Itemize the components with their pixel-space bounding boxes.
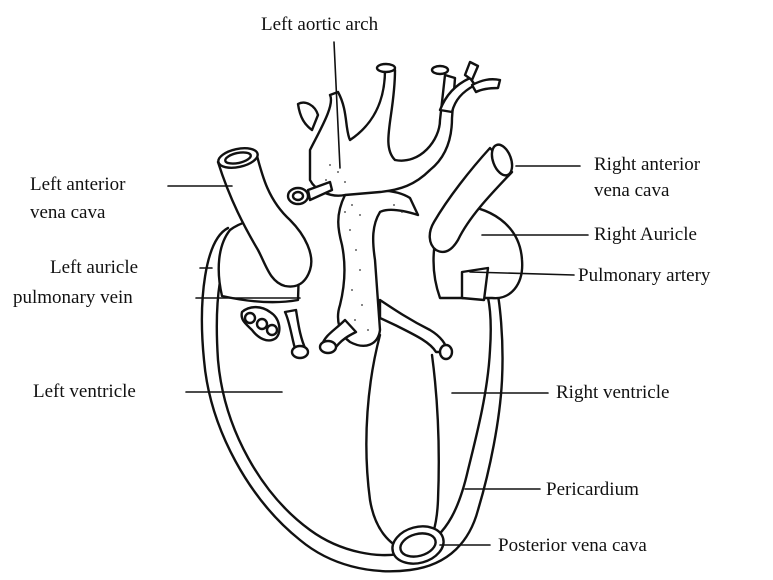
- branch-left-1: [298, 103, 318, 130]
- label-pericardium: Pericardium: [546, 479, 639, 500]
- branch-right-end: [465, 62, 478, 80]
- label-pulmonary-artery: Pulmonary artery: [578, 265, 711, 286]
- label-left-ventricle: Left ventricle: [33, 381, 136, 402]
- label-left-anterior-vena-cava-line1: Left anterior: [30, 174, 126, 195]
- pulmonary-vein-2: [257, 319, 267, 329]
- artery-opening-top: [377, 64, 395, 72]
- vessel-down-left-end: [292, 346, 308, 358]
- ventricle-septum: [366, 335, 405, 550]
- pulmonary-vein-1: [245, 313, 255, 323]
- label-right-auricle: Right Auricle: [594, 224, 697, 245]
- label-right-anterior-vena-cava-line2: vena cava: [594, 180, 670, 201]
- label-left-anterior-vena-cava-line2: vena cava: [30, 202, 106, 223]
- branch-right-end-2: [472, 79, 500, 92]
- label-left-aortic-arch: Left aortic arch: [261, 14, 379, 35]
- pulmonary-vessel-end-2: [440, 345, 452, 359]
- artery-opening-right: [432, 66, 448, 74]
- label-posterior-vena-cava: Posterior vena cava: [498, 535, 647, 556]
- left-aortic-arch: [310, 70, 455, 196]
- label-right-anterior-vena-cava-line1: Right anterior: [594, 154, 701, 175]
- label-pulmonary-vein: pulmonary vein: [13, 287, 133, 308]
- heart-illustration: [202, 62, 522, 571]
- label-right-ventricle: Right ventricle: [556, 382, 669, 403]
- aortic-ring-vessel-inner: [293, 192, 303, 200]
- pulmonary-vein-3: [267, 325, 277, 335]
- right-ventricle-outline: [420, 282, 491, 548]
- pulmonary-vessel-end-1: [320, 341, 336, 353]
- ventricle-septum-2: [425, 355, 439, 548]
- pulmonary-artery-right-branch: [380, 300, 446, 352]
- label-left-auricle: Left auricle: [50, 257, 138, 278]
